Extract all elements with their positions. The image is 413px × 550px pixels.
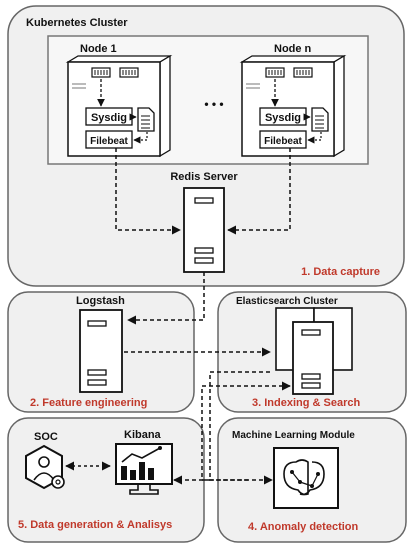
logstash-title: Logstash (76, 295, 125, 307)
soc-analyst-icon (25, 444, 65, 490)
nodes-ellipsis: • • • (204, 97, 223, 111)
noden-filebeat-box (259, 130, 307, 149)
noden-log-file-icon (311, 107, 329, 132)
elasticsearch-panel: Elasticsearch Cluster 3. Indexing & Sear… (217, 291, 407, 413)
elastic-to-kibana-arrow (173, 371, 270, 485)
logstash-server-icon (79, 309, 123, 393)
stage-4-label: 4. Anomaly detection (248, 521, 359, 533)
stage-3-label: 3. Indexing & Search (252, 397, 360, 409)
ml-brain-icon (273, 447, 339, 509)
kubernetes-cluster-panel: Kubernetes Cluster Node 1 Node n Sysdig … (7, 5, 405, 287)
node1-server: Sysdig Filebeat (65, 54, 173, 158)
node1-filebeat-label: Filebeat (90, 136, 128, 147)
elasticsearch-title: Elasticsearch Cluster (236, 296, 338, 307)
kibana-dashboard-icon (115, 443, 173, 495)
stage-5-label: 5. Data generation & Analisys (18, 519, 172, 531)
soc-kibana-panel: SOC Kibana 5. Data generation & Analisys (7, 417, 205, 543)
logstash-panel: Logstash 2. Feature engineering (7, 291, 195, 413)
stage-2-label: 2. Feature engineering (30, 397, 147, 409)
ml-title: Machine Learning Module (232, 430, 355, 441)
node1-sysdig-label: Sysdig (91, 112, 127, 124)
redis-server-icon (183, 187, 225, 273)
noden-server: Sysdig Filebeat (239, 54, 347, 158)
ml-module-panel: Machine Learning Module 4. Anomaly detec… (217, 417, 407, 543)
node1-log-file-icon (137, 107, 155, 132)
kibana-label: Kibana (124, 429, 162, 441)
redis-label: Redis Server (170, 171, 238, 183)
noden-filebeat-label: Filebeat (264, 136, 302, 147)
noden-sysdig-label: Sysdig (265, 112, 301, 124)
node1-filebeat-box (85, 130, 133, 149)
redis-to-logstash-arrow (127, 272, 205, 325)
noden-label: Node n (274, 43, 312, 55)
cluster-title: Kubernetes Cluster (26, 17, 128, 29)
node1-label: Node 1 (80, 43, 117, 55)
elasticsearch-servers-icon (275, 307, 353, 395)
stage-1-label: 1. Data capture (301, 266, 380, 278)
soc-label: SOC (34, 431, 58, 443)
